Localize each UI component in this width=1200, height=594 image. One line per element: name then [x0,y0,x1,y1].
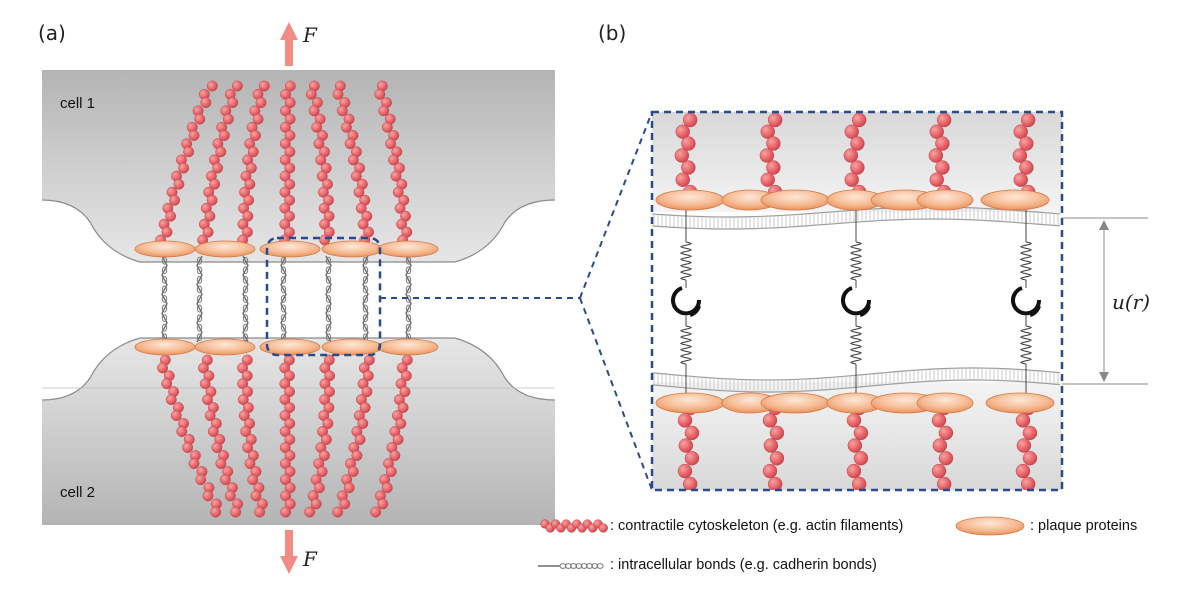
actin-filament [279,354,296,518]
panel-label-a: (a) [38,21,66,45]
actin-filament [237,354,268,518]
legend-cytoskeleton-text: : contractile cytoskeleton (e.g. actin f… [610,518,903,534]
cadherin-bond [325,255,332,343]
force-label-bottom: F [302,547,318,571]
force-arrow-up [280,22,298,66]
legend-plaque-swatch [955,516,1025,536]
zoom-connector-lower [579,297,653,491]
zoom-panel-border [650,110,1064,492]
plaque-protein [259,240,321,258]
actin-filament [304,354,336,518]
plaque-protein [377,338,439,356]
cell-1-label: cell 1 [60,95,95,112]
plaque-protein [985,392,1055,414]
actin-filament [370,354,413,518]
plaque-protein [134,240,196,258]
separation-label: u(r) [1112,290,1150,314]
plaque-protein [916,189,974,211]
force-arrow-down [280,530,298,574]
legend-cytoskeleton-swatch [540,519,608,533]
zoom-region-box [265,236,382,357]
actin-filament [374,80,413,246]
cell-2-label: cell 2 [60,484,95,501]
actin-filament [197,80,243,246]
left-filaments [155,80,413,518]
cell-2 [41,337,556,525]
plaque-protein [377,240,439,258]
actin-filament [155,80,218,246]
plaque-protein [655,189,725,211]
legend-bonds-swatch [538,563,604,569]
plaque-protein [655,392,725,414]
left-bonds [161,255,412,343]
legend-plaque-text: : plaque proteins [1030,518,1137,534]
left-plaques [134,240,439,356]
actin-filament [931,400,954,490]
actin-filament [197,354,244,518]
plaque-protein [259,338,321,356]
panel-label-b: (b) [598,21,626,45]
plaque-protein [321,240,383,258]
cadherin-bond [242,255,249,343]
force-label-top: F [302,23,318,47]
cadherin-bond [362,255,369,343]
cell-1 [41,70,556,263]
cadherin-bond [161,255,168,343]
separation-dimension [1062,217,1148,385]
plaque-protein [134,338,196,356]
cadherin-bond [280,255,287,343]
legend-bonds-text: : intracellular bonds (e.g. cadherin bon… [610,557,877,573]
zoom-plaques [655,189,1055,414]
actin-filament [332,80,375,246]
actin-filament [674,112,698,200]
plaque-protein [760,392,830,414]
actin-filament [279,80,296,246]
plaque-protein [760,189,830,211]
zoom-connector-upper [579,111,653,299]
plaque-protein [321,338,383,356]
actin-filament [332,354,375,518]
plaque-protein [916,392,974,414]
plaque-protein [194,338,256,356]
zoom-panel [652,112,1062,490]
actin-filament [157,354,222,518]
cadherin-bond [196,255,203,343]
actin-filament [237,80,270,246]
plaque-protein [980,189,1050,211]
plaque-protein [194,240,256,258]
cadherin-bond [405,255,412,343]
